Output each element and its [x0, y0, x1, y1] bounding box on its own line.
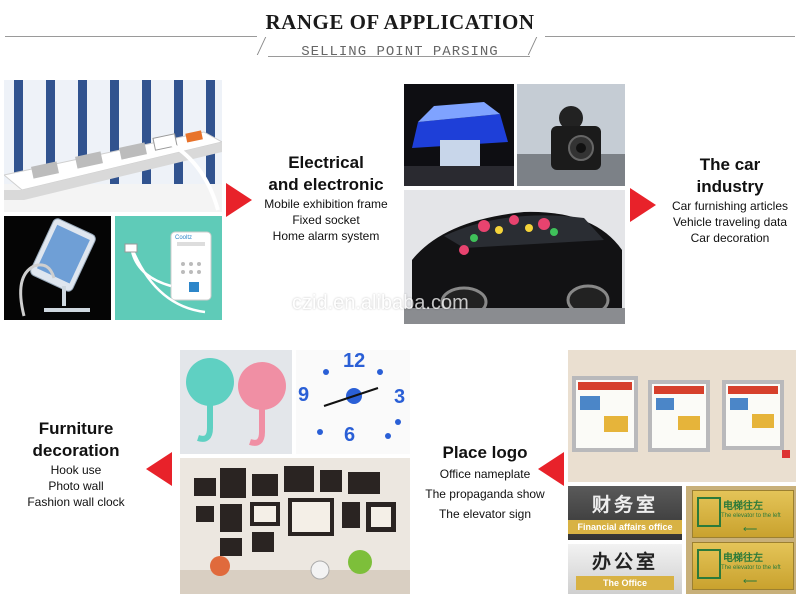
decorated-car-photo: [404, 190, 625, 324]
logo-heading: Place logo: [442, 443, 528, 462]
alarm-brand-text: Cooltz: [175, 235, 193, 241]
furniture-heading-line1: Furniture: [38, 419, 114, 438]
watermark-text: czid.en.alibaba.com: [292, 292, 469, 314]
finance-office-sign: 财务室 Financial affairs office: [568, 486, 682, 540]
hooks-photo: [180, 350, 292, 454]
page-title: RANGE OF APPLICATION: [265, 10, 535, 34]
elevator-sign-photo: 电梯往左 The elevator to the left ⟵ 电梯往左 The…: [686, 486, 796, 594]
clock-number: 12: [343, 350, 366, 372]
electrical-heading-line2: and electronic: [268, 175, 384, 194]
elevator-sign-bottom: 电梯往左 The elevator to the left ⟵: [692, 542, 794, 590]
power-strip-photo: [4, 80, 222, 212]
elevator-sign-en: The elevator to the left: [721, 565, 781, 571]
car-item: Vehicle traveling data: [672, 215, 788, 229]
car-item: Car furnishing articles: [671, 199, 789, 213]
electrical-heading-line1: Electrical: [288, 153, 364, 172]
clock-number: 9: [298, 384, 310, 406]
arrow-right-icon: [226, 183, 252, 217]
office-sign: 办公室 The Office: [568, 544, 682, 594]
poster-frames-photo: [568, 350, 796, 482]
finance-sign-cn: 财务室: [591, 495, 658, 516]
page-subtitle: SELLING POINT PARSING: [301, 44, 499, 60]
header-rule-right: [545, 36, 795, 37]
clock-number: 6: [344, 424, 356, 446]
dash-camera-photo: [517, 84, 625, 186]
phone-holder-photo: [4, 216, 111, 320]
header-rule-left: [5, 36, 257, 37]
arrow-left-icon: [538, 452, 564, 486]
furniture-item: Fashion wall clock: [27, 495, 125, 509]
car-heading-line2: industry: [696, 177, 764, 196]
finance-sign-en: Financial affairs office: [568, 520, 682, 534]
wall-clock-photo: 12 3 6 9: [296, 350, 410, 454]
clock-number: 3: [394, 386, 406, 408]
elevator-icon: [697, 497, 721, 527]
office-sign-en: The Office: [576, 576, 674, 590]
car-section: The car industry Car furnishing articles…: [660, 154, 800, 246]
header-rule-bottom: [268, 56, 530, 57]
arrow-left-icon: ⟵: [743, 524, 758, 535]
electrical-section: Electrical and electronic Mobile exhibit…: [256, 152, 396, 244]
elevator-sign-cn: 电梯往左: [723, 553, 763, 564]
logo-item: Office nameplate: [439, 467, 531, 481]
arrow-left-icon: ⟵: [743, 576, 758, 587]
photo-wall-photo: [180, 458, 410, 594]
logo-item: The elevator sign: [438, 507, 532, 521]
elevator-icon: [697, 549, 721, 579]
furniture-item: Photo wall: [48, 479, 104, 493]
furniture-heading-line2: decoration: [32, 441, 120, 460]
electrical-item: Fixed socket: [292, 213, 360, 227]
arrow-right-icon: [630, 188, 656, 222]
electrical-item: Home alarm system: [272, 229, 380, 243]
arrow-left-icon: [146, 452, 172, 486]
electrical-item: Mobile exhibition frame: [264, 197, 388, 211]
car-item: Car decoration: [690, 231, 770, 245]
furniture-item: Hook use: [50, 463, 102, 477]
elevator-sign-en: The elevator to the left: [721, 513, 781, 519]
home-alarm-photo: Cooltz: [115, 216, 222, 320]
office-sign-cn: 办公室: [591, 552, 658, 573]
furniture-section: Furniture decoration Hook use Photo wall…: [18, 418, 134, 510]
logo-item: The propaganda show: [425, 487, 545, 501]
elevator-sign-cn: 电梯往左: [723, 501, 763, 512]
logo-section: Place logo Office nameplate The propagan…: [416, 442, 554, 524]
car-perfume-photo: [404, 84, 514, 186]
car-heading-line1: The car: [699, 155, 761, 174]
elevator-sign-top: 电梯往左 The elevator to the left ⟵: [692, 490, 794, 538]
